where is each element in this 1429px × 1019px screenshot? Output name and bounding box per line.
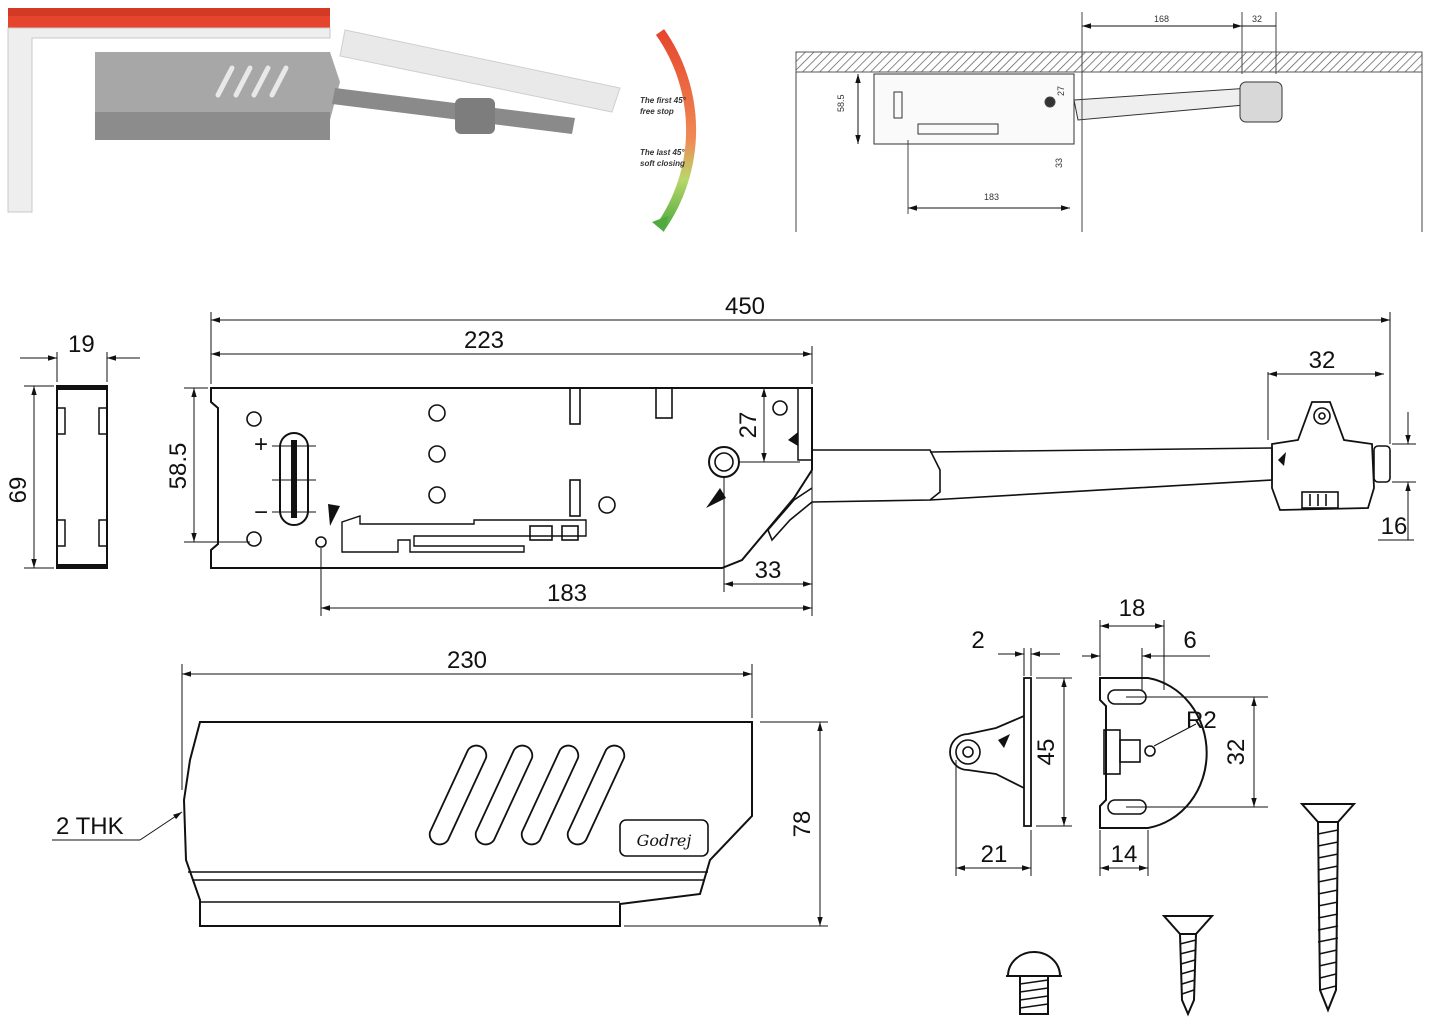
dim-hole-spacing: 32 bbox=[1223, 739, 1250, 766]
cover-view bbox=[52, 664, 828, 927]
dim-end-height: 16 bbox=[1381, 513, 1408, 540]
brand-logo: Godrej bbox=[637, 831, 692, 850]
installation-drawing bbox=[795, 12, 1423, 232]
screw-long-icon bbox=[1299, 803, 1357, 1013]
arc-arrow-icon bbox=[652, 216, 668, 232]
dim-plate-height: 45 bbox=[1033, 739, 1060, 766]
opening-angle-arc bbox=[655, 29, 697, 231]
arrow-marker-icon bbox=[788, 432, 798, 446]
side-view bbox=[20, 352, 140, 569]
screw-short-icon bbox=[1161, 915, 1215, 1017]
adjust-minus-label: − bbox=[254, 499, 268, 526]
dim-plate-thk: 2 bbox=[971, 627, 984, 654]
screw-marker-icon-2 bbox=[706, 488, 726, 508]
lift-door-panel bbox=[339, 29, 621, 113]
dim-block-base: 14 bbox=[1111, 841, 1138, 868]
dim-pivot-offset: 33 bbox=[755, 557, 782, 584]
dim-hole-offset: 27 bbox=[735, 412, 762, 439]
install-stay-body bbox=[873, 73, 1075, 145]
dim-block-offset: 6 bbox=[1183, 627, 1196, 654]
arc-indicator: The first 45° free stop The last 45° sof… bbox=[640, 29, 697, 232]
bracket-front-view bbox=[1082, 620, 1268, 876]
install-arm bbox=[1073, 87, 1256, 121]
install-dim-side: 58.5 bbox=[836, 94, 846, 112]
logo-badge bbox=[619, 819, 709, 857]
dim-overall: 450 bbox=[725, 293, 765, 320]
arc-label-first-sub: free stop bbox=[640, 107, 674, 116]
damper-mechanism bbox=[341, 515, 587, 553]
install-dim-side-small: 27 bbox=[1056, 86, 1066, 96]
cabinet-top-section bbox=[795, 51, 1423, 73]
main-view-dimensions bbox=[184, 312, 1416, 616]
dim-body-length: 223 bbox=[464, 327, 504, 354]
dim-cover-height: 78 bbox=[789, 811, 816, 838]
stay-body-outline bbox=[210, 387, 813, 569]
dim-plate-depth: 21 bbox=[981, 841, 1008, 868]
arc-label-first: The first 45° bbox=[640, 96, 687, 105]
stay-arm-rod bbox=[929, 447, 1273, 501]
arrow-marker-icon-2 bbox=[1278, 452, 1286, 466]
dim-end-width: 32 bbox=[1309, 347, 1336, 374]
cover-thickness-label: 2 THK bbox=[56, 813, 124, 840]
dim-block-width: 18 bbox=[1119, 595, 1146, 622]
screw-marker-icon bbox=[328, 504, 340, 526]
install-dim-top-small: 32 bbox=[1252, 14, 1262, 24]
dim-height: 58.5 bbox=[165, 443, 192, 490]
bracket-side-view bbox=[949, 648, 1072, 876]
adjust-slot bbox=[279, 432, 309, 526]
cover-outline bbox=[182, 721, 753, 927]
dim-mount-length: 183 bbox=[547, 580, 587, 607]
install-dim-top: 168 bbox=[1154, 14, 1169, 24]
install-dim-bottom-small: 33 bbox=[1054, 158, 1064, 168]
adjust-plus-label: + bbox=[254, 431, 268, 458]
end-fitting bbox=[1271, 401, 1375, 511]
photo-cabinet-render bbox=[7, 8, 621, 213]
stay-arm bbox=[332, 88, 575, 134]
side-view-height: 69 bbox=[5, 477, 32, 504]
screw-mushroom-icon bbox=[1006, 951, 1062, 1015]
install-dim-bottom: 183 bbox=[984, 192, 999, 202]
arc-label-last: The last 45° bbox=[640, 148, 685, 157]
bracket-arrow-icon bbox=[998, 734, 1010, 748]
cabinet-side-panel bbox=[7, 27, 331, 213]
dim-cover-length: 230 bbox=[447, 647, 487, 674]
main-view bbox=[210, 387, 1391, 569]
side-view-width: 19 bbox=[68, 331, 95, 358]
dim-radius: R2 bbox=[1186, 707, 1217, 734]
arc-label-last-sub: soft closing bbox=[640, 159, 685, 168]
